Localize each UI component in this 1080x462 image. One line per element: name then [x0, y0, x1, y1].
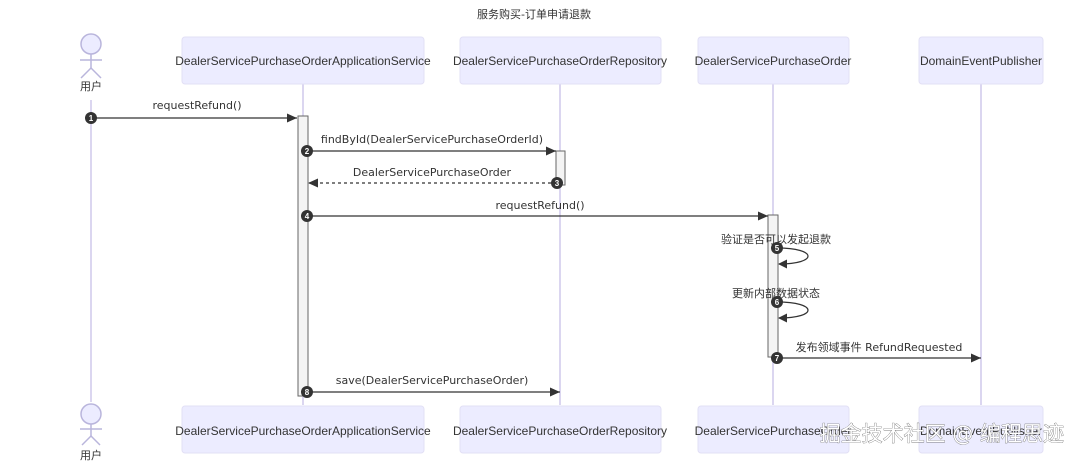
participant-label: DealerServicePurchaseOrderApplicationSer…	[175, 424, 431, 438]
sequence-number: 3	[555, 179, 560, 188]
message-4: requestRefund() 4	[301, 199, 768, 222]
actor-user-bottom: 用户	[80, 403, 102, 462]
participant-label: DealerServicePurchaseOrderApplicationSer…	[175, 54, 431, 68]
actor-head	[80, 33, 102, 55]
participant-label: DealerServicePurchaseOrder	[695, 54, 852, 68]
message-label: DealerServicePurchaseOrder	[353, 166, 512, 179]
participant-label: DealerServicePurchaseOrderRepository	[453, 54, 667, 68]
participant-order-bottom: DealerServicePurchaseOrder	[695, 405, 852, 454]
message-3: DealerServicePurchaseOrder 3	[308, 166, 563, 189]
message-label: save(DealerServicePurchaseOrder)	[336, 374, 529, 387]
message-label: requestRefund()	[495, 199, 584, 212]
message-5: 验证是否可以发起退款 5	[721, 232, 831, 269]
sequence-number: 6	[775, 298, 780, 307]
participant-repo-top: DealerServicePurchaseOrderRepository	[453, 36, 667, 85]
message-label: 更新内部数据状态	[732, 286, 820, 300]
participant-label: DomainEventPublisher	[920, 424, 1042, 438]
message-label: 发布领域事件 RefundRequested	[796, 340, 963, 354]
message-label: findById(DealerServicePurchaseOrderId)	[321, 133, 543, 146]
sequence-number: 5	[775, 244, 780, 253]
actor-label: 用户	[80, 448, 102, 462]
sequence-number: 7	[775, 354, 780, 363]
participant-repo-bottom: DealerServicePurchaseOrderRepository	[453, 405, 667, 454]
message-label: requestRefund()	[152, 99, 241, 112]
message-8: save(DealerServicePurchaseOrder) 8	[301, 374, 560, 398]
participant-order-top: DealerServicePurchaseOrder	[695, 36, 852, 85]
activation-app	[297, 115, 309, 397]
message-6: 更新内部数据状态 6	[732, 286, 820, 323]
message-2: findById(DealerServicePurchaseOrderId) 2	[301, 133, 556, 157]
participant-app-bottom: DealerServicePurchaseOrderApplicationSer…	[175, 405, 431, 454]
actor-label: 用户	[80, 79, 102, 93]
sequence-number: 2	[305, 147, 310, 156]
participant-publisher-top: DomainEventPublisher	[918, 36, 1044, 85]
participant-label: DomainEventPublisher	[920, 54, 1042, 68]
sequence-number: 4	[305, 212, 310, 221]
message-7: 发布领域事件 RefundRequested 7	[771, 340, 981, 364]
participant-label: DealerServicePurchaseOrderRepository	[453, 424, 667, 438]
watermark: 掘金技术社区 @ 编程思迹	[820, 422, 1064, 446]
sequence-number: 1	[89, 114, 94, 123]
participant-publisher-bottom: DomainEventPublisher	[918, 405, 1044, 454]
sequence-number: 8	[305, 388, 310, 397]
message-label: 验证是否可以发起退款	[721, 232, 831, 246]
participant-label: DealerServicePurchaseOrder	[695, 424, 852, 438]
message-1: requestRefund() 1	[85, 99, 297, 124]
actor-head	[80, 403, 102, 425]
diagram-title: 服务购买-订单申请退款	[477, 7, 591, 21]
actor-user-top: 用户	[80, 33, 102, 93]
participant-app-top: DealerServicePurchaseOrderApplicationSer…	[175, 36, 431, 85]
